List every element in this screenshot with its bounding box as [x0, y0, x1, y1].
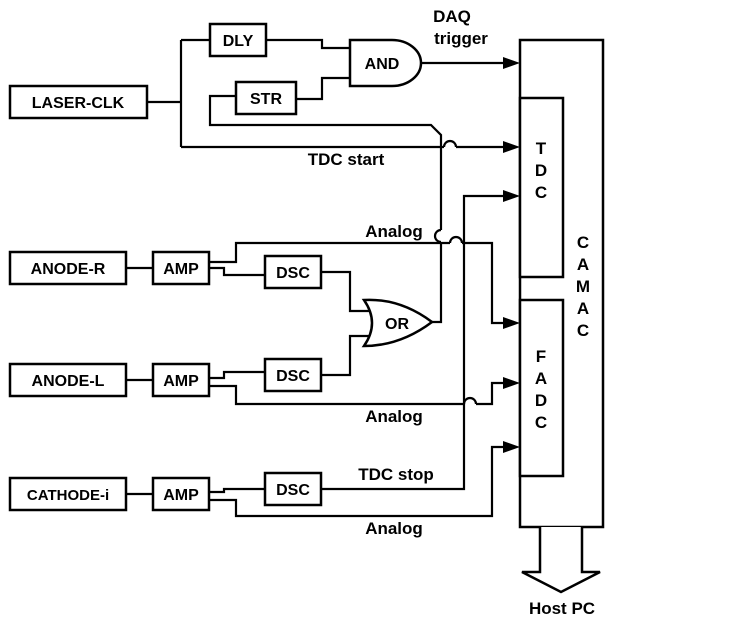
daq-label-line2: trigger — [434, 29, 488, 48]
laser-clk-label: LASER-CLK — [32, 95, 125, 112]
analog2-crossover — [462, 396, 478, 405]
or-output-wire — [432, 242, 443, 324]
analog1-wire-b — [462, 241, 505, 325]
dly-to-and-wire — [266, 38, 350, 50]
str-feedback-wire — [208, 94, 443, 230]
fadc-letter-4: C — [535, 413, 547, 432]
daq-label-line1: DAQ — [433, 7, 471, 26]
analog-label-2: Analog — [365, 407, 423, 426]
analog3-wire — [209, 445, 505, 518]
analog2-wire — [209, 384, 464, 406]
tdc-letter-2: D — [535, 161, 547, 180]
amp3-to-dsc3-wire — [209, 487, 265, 494]
amp-label-1: AMP — [163, 261, 199, 278]
analog2-wire-b — [476, 381, 505, 406]
or-label: OR — [385, 316, 409, 333]
amp-box-2 — [151, 362, 211, 398]
amp2-to-dsc2-wire — [209, 370, 265, 380]
dsc-box-2 — [263, 357, 323, 393]
camac-letter-1: C — [577, 233, 589, 252]
cathode-box — [8, 476, 128, 512]
tdc-module — [518, 96, 565, 279]
tdc-stop-arrow — [503, 190, 520, 202]
amp-box-3 — [151, 476, 211, 512]
analog2-arrow — [503, 377, 520, 389]
fadc-letter-2: A — [535, 369, 547, 388]
analog1-wire — [209, 241, 450, 264]
amp-box-1 — [151, 250, 211, 286]
dsc1-to-or-wire — [321, 270, 371, 313]
camac-letter-3: M — [576, 277, 590, 296]
amp1-to-dsc1-wire — [209, 266, 265, 277]
daq-trigger-arrow — [503, 57, 520, 69]
amp-label-3: AMP — [163, 487, 199, 504]
dsc-label-2: DSC — [276, 368, 310, 385]
cathode-label: CATHODE-i — [27, 487, 109, 504]
tdc-start-arrow — [503, 141, 520, 153]
tdc-start-crossover — [442, 139, 458, 148]
dsc2-to-or-wire — [321, 334, 371, 377]
tdc-letter-3: C — [535, 183, 547, 202]
camac-letter-4: A — [577, 299, 589, 318]
and-label: AND — [365, 56, 400, 73]
fadc-letter-1: F — [536, 347, 546, 366]
laser-clk-box — [8, 84, 149, 120]
camac-letter-5: C — [577, 321, 589, 340]
dsc-box-3 — [263, 471, 323, 507]
anode-r-box — [8, 250, 128, 286]
dsc-box-1 — [263, 254, 323, 290]
or-gate — [361, 298, 435, 348]
tdc-stop-label: TDC stop — [358, 465, 434, 484]
host-pc-label: Host PC — [529, 599, 595, 618]
dsc-label-1: DSC — [276, 265, 310, 282]
anode-r-label: ANODE-R — [31, 261, 106, 278]
tdc-letter-1: T — [536, 139, 547, 158]
tdc-stop-wire — [321, 194, 505, 491]
analog1-crossover-a — [448, 235, 464, 244]
dly-box — [208, 22, 268, 58]
analog-label-3: Analog — [365, 519, 423, 538]
str-box — [234, 80, 298, 116]
anode-l-box — [8, 362, 128, 398]
str-feedback-crossover — [433, 228, 442, 244]
host-pc-arrow — [521, 527, 601, 594]
analog3-arrow — [503, 441, 520, 453]
analog-label-1: Analog — [365, 222, 423, 241]
fadc-letter-3: D — [535, 391, 547, 410]
camac-letter-2: A — [577, 255, 589, 274]
str-to-and-wire — [296, 76, 350, 101]
analog1-arrow — [503, 317, 520, 329]
anode-l-label: ANODE-L — [32, 373, 105, 390]
tdc-start-label: TDC start — [308, 150, 385, 169]
str-label: STR — [250, 91, 282, 108]
dly-label: DLY — [223, 33, 254, 50]
fadc-module — [518, 298, 565, 478]
dsc-label-3: DSC — [276, 482, 310, 499]
amp-label-2: AMP — [163, 373, 199, 390]
and-gate — [348, 38, 423, 88]
